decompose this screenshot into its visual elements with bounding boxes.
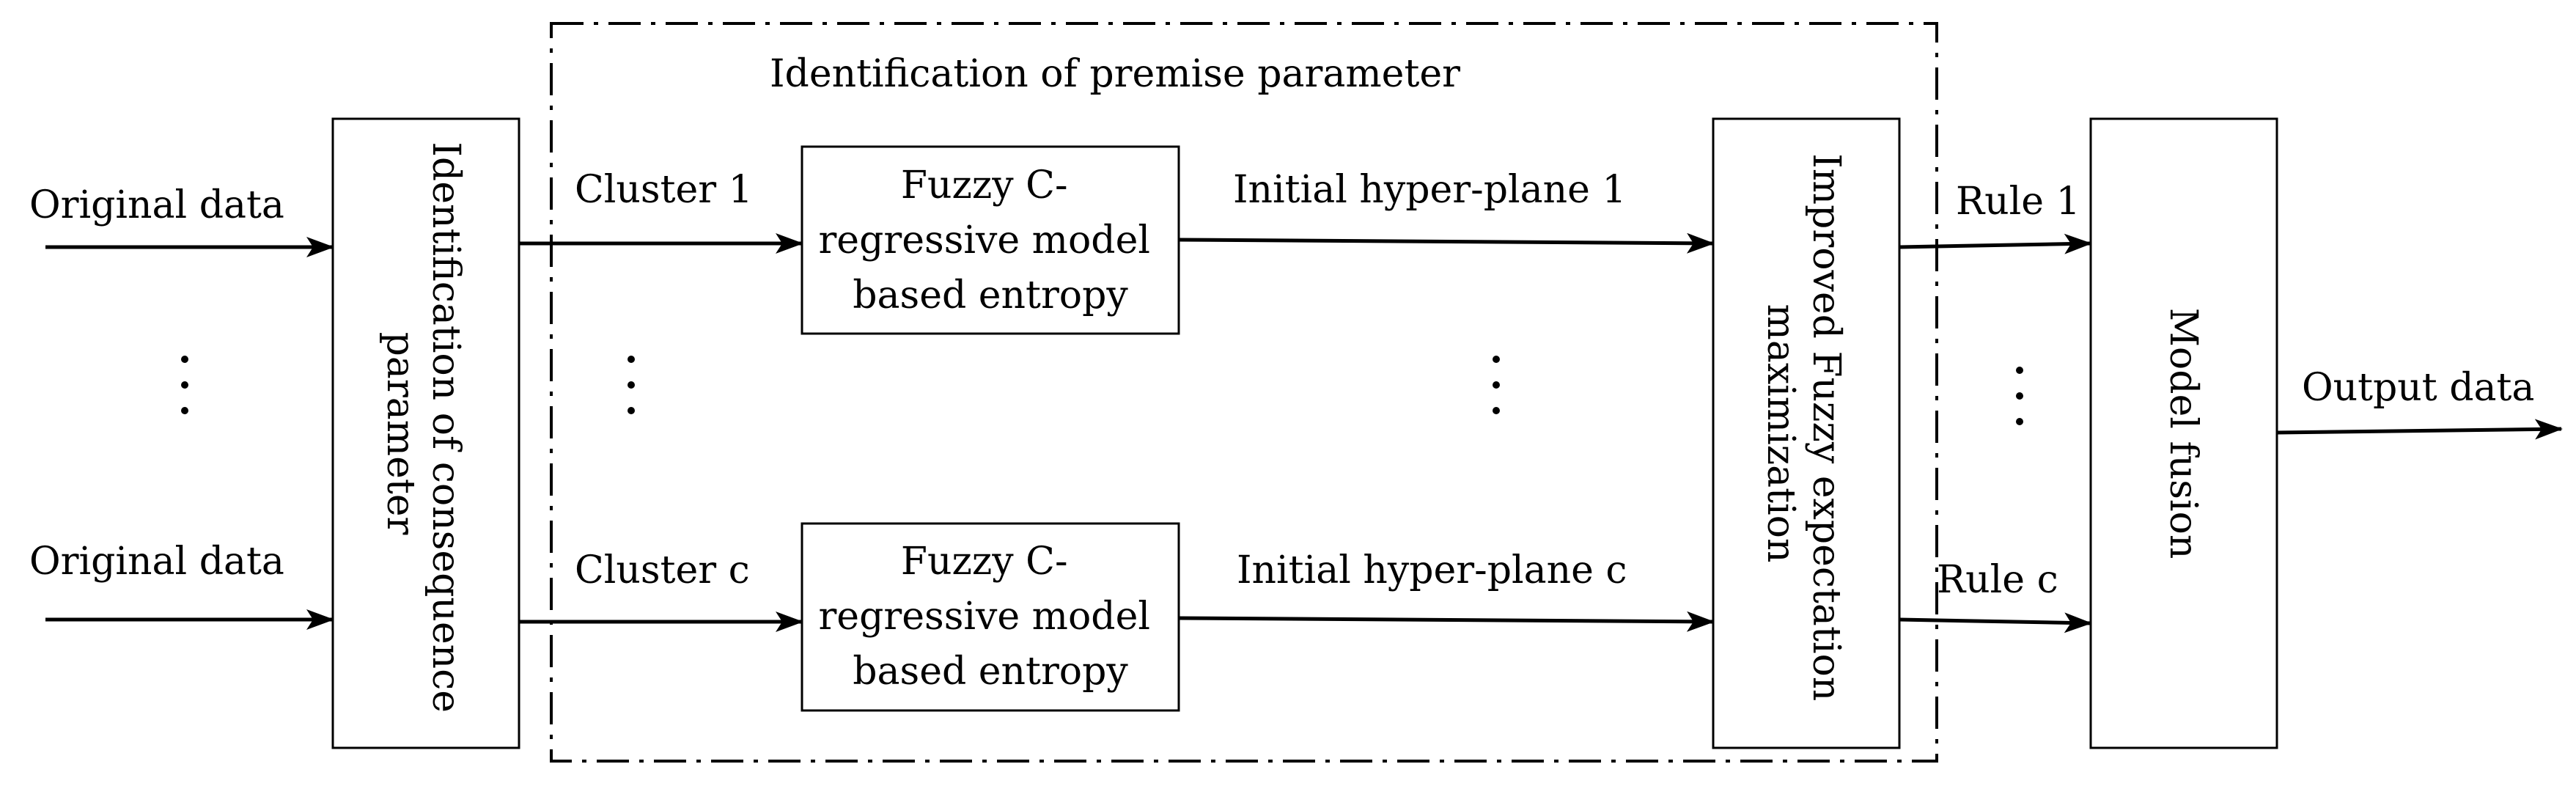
fcrm-block-top: Fuzzy C- regressive model based entropy	[801, 145, 1180, 335]
fcrm-bottom-line2: regressive model	[818, 595, 1150, 639]
fcrm-top-line3: based entropy	[853, 273, 1128, 317]
hyperplane-top-arrow	[1178, 232, 1715, 254]
consequence-box	[331, 117, 520, 749]
ellipsis-dot	[628, 356, 635, 363]
fusion-line1: Model fusion	[2161, 308, 2205, 559]
input-ellipsis	[181, 356, 188, 414]
input-bottom: Original data	[29, 540, 334, 630]
ellipsis-dot	[181, 381, 188, 389]
rule-bottom-label: Rule c	[1937, 558, 2058, 602]
output-label: Output data	[2302, 366, 2534, 410]
fcrm-top-line2: regressive model	[818, 218, 1150, 262]
cluster-top: Cluster 1	[519, 168, 803, 254]
input-bottom-label: Original data	[29, 540, 284, 584]
input-top-label: Original data	[29, 183, 284, 227]
rule-bottom-arrow	[1899, 612, 2092, 633]
hyperplane-ellipsis	[1493, 356, 1500, 414]
ellipsis-dot	[1493, 407, 1500, 414]
rule-top: Rule 1	[1899, 180, 2092, 254]
consequence-line1: Identification of consequence	[424, 142, 468, 713]
hyperplane-bottom-arrow	[1178, 611, 1715, 632]
em-block: Improved Fuzzy expectation maximization	[1712, 117, 1901, 749]
em-label: Improved Fuzzy expectation maximization	[1759, 153, 1848, 713]
fcrm-top-line1: Fuzzy C-	[901, 164, 1068, 207]
fcrm-box-bottom	[801, 522, 1180, 712]
hyperplane-top: Initial hyper-plane 1	[1178, 168, 1715, 254]
ellipsis-dot	[628, 407, 635, 414]
output-arrow	[2276, 419, 2563, 440]
hyperplane-bottom-label: Initial hyper-plane c	[1237, 548, 1627, 592]
cluster-top-label: Cluster 1	[575, 168, 753, 212]
ellipsis-dot	[1493, 356, 1500, 363]
fcrm-bottom-label: Fuzzy C- regressive model based entropy	[818, 540, 1162, 694]
fcrm-bottom-line1: Fuzzy C-	[901, 540, 1068, 584]
hyperplane-top-label: Initial hyper-plane 1	[1233, 168, 1627, 212]
fcrm-top-label: Fuzzy C- regressive model based entropy	[818, 164, 1162, 317]
ellipsis-dot	[2016, 418, 2023, 425]
rule-bottom: Rule c	[1899, 558, 2092, 633]
rule-top-arrow	[1899, 233, 2092, 254]
hyperplane-bottom: Initial hyper-plane c	[1178, 548, 1715, 632]
ellipsis-dot	[1493, 381, 1500, 389]
em-box	[1712, 117, 1901, 749]
input-top: Original data	[29, 183, 334, 257]
cluster-bottom-label: Cluster c	[575, 548, 750, 592]
premise-group-title: Identification of premise parameter	[770, 52, 1460, 96]
fcrm-block-bottom: Fuzzy C- regressive model based entropy	[801, 522, 1180, 712]
rule-top-label: Rule 1	[1956, 180, 2080, 224]
consequence-line2: parameter	[378, 332, 422, 535]
ellipsis-dot	[2016, 367, 2023, 374]
cluster-ellipsis	[628, 356, 635, 414]
fusion-label: Model fusion	[2161, 308, 2205, 559]
ellipsis-dot	[181, 356, 188, 363]
fusion-block: Model fusion	[2089, 117, 2278, 749]
em-line2: maximization	[1759, 304, 1803, 563]
ellipsis-dot	[628, 381, 635, 389]
consequence-label: Identification of consequence parameter	[378, 142, 468, 724]
output: Output data	[2276, 366, 2563, 440]
cluster-bottom: Cluster c	[519, 548, 803, 632]
premise-group: Identification of premise parameter	[550, 22, 1938, 763]
consequence-block: Identification of consequence parameter	[331, 117, 520, 749]
fusion-box	[2089, 117, 2278, 749]
ellipsis-dot	[181, 407, 188, 414]
premise-group-border	[550, 22, 1938, 763]
fcrm-bottom-line3: based entropy	[853, 650, 1128, 694]
ellipsis-dot	[2016, 392, 2023, 400]
rule-ellipsis	[2016, 367, 2023, 425]
em-line1: Improved Fuzzy expectation	[1804, 153, 1848, 701]
